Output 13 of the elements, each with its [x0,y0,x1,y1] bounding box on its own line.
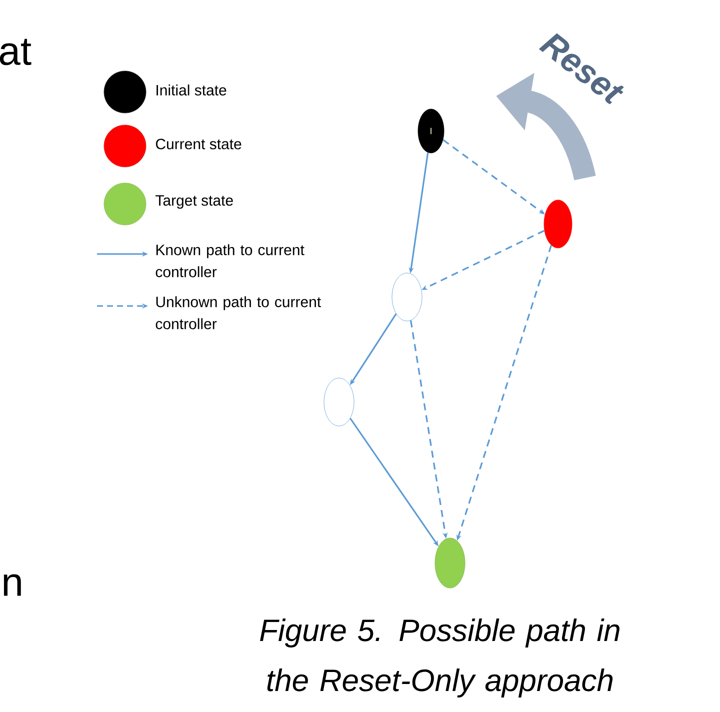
legend-label: Current state [156,138,242,150]
text-fragment: n [4,574,21,596]
text-fragment: at [0,38,32,66]
state-node [324,378,354,426]
state-node [392,272,422,322]
legend-label: Unknown path to current controller [156,296,321,330]
state-node [544,200,572,248]
legend-label: Target state [156,195,233,209]
legend-label: Initial state [156,84,226,96]
state-node: I [418,108,444,154]
legend-label: Known path to current controller [156,244,304,278]
state-node [434,538,466,588]
figure-caption: Figure 5. Possible path in the Reset-Only approach [260,618,620,698]
